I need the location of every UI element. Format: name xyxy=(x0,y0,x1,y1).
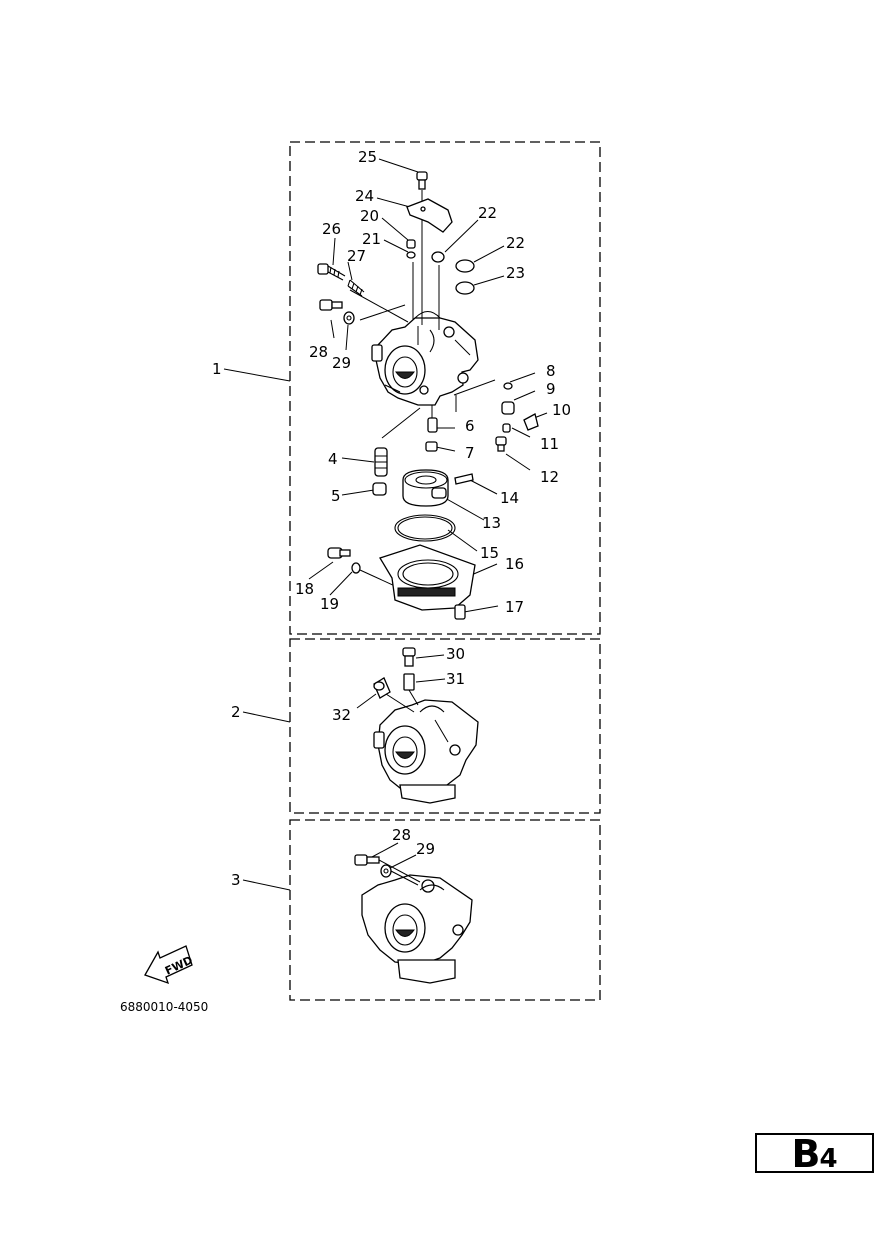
callout-19: 19 xyxy=(320,595,339,613)
callout-26: 26 xyxy=(322,220,341,238)
callout-17: 17 xyxy=(505,598,524,616)
parts-1 xyxy=(317,171,539,620)
callout-24: 24 xyxy=(355,187,374,205)
group-label-1: 1 xyxy=(212,360,291,382)
callout-28b: 28 xyxy=(392,826,411,844)
callout-30: 30 xyxy=(446,645,465,663)
callout-23: 23 xyxy=(506,264,525,282)
carburetor-body-3 xyxy=(361,874,473,984)
callout-7: 7 xyxy=(465,444,475,462)
leader-lines-2 xyxy=(356,654,446,709)
svg-text:1: 1 xyxy=(212,360,222,378)
callout-15: 15 xyxy=(480,544,499,562)
callout-22b: 22 xyxy=(506,234,525,252)
svg-text:3: 3 xyxy=(231,871,241,889)
callout-10: 10 xyxy=(552,401,571,419)
parts-3 xyxy=(354,854,421,886)
group-box-1 xyxy=(289,141,601,635)
svg-text:2: 2 xyxy=(231,703,241,721)
callout-13: 13 xyxy=(482,514,501,532)
callout-14: 14 xyxy=(500,489,519,507)
callouts-1: 25 24 20 22 21 26 27 22 23 28 29 8 9 10 … xyxy=(295,148,571,616)
group-box-3 xyxy=(289,819,601,1001)
parts-2 xyxy=(373,647,419,713)
carburetor-body-1 xyxy=(371,310,479,406)
callout-29b: 29 xyxy=(416,840,435,858)
callout-20: 20 xyxy=(360,207,379,225)
diagram-part-code: 6880010-4050 xyxy=(120,1000,208,1014)
group-label-2: 2 xyxy=(231,703,291,723)
callout-12: 12 xyxy=(540,468,559,486)
carburetor-body-2 xyxy=(373,699,479,804)
fwd-arrow-icon: FWD xyxy=(144,945,195,985)
callout-4: 4 xyxy=(328,450,338,468)
callouts-2: 30 31 32 xyxy=(332,645,465,724)
leader-lines-3 xyxy=(371,842,417,869)
callout-22a: 22 xyxy=(478,204,497,222)
callout-27: 27 xyxy=(347,247,366,265)
callout-29: 29 xyxy=(332,354,351,372)
callout-5: 5 xyxy=(331,487,341,505)
callout-28: 28 xyxy=(309,343,328,361)
page-label-box: B4 xyxy=(755,1132,874,1176)
callout-16: 16 xyxy=(505,555,524,573)
page-label-number: 4 xyxy=(819,1144,838,1174)
callout-21: 21 xyxy=(362,230,381,248)
callout-25: 25 xyxy=(358,148,377,166)
group-box-2 xyxy=(289,638,601,814)
callout-31: 31 xyxy=(446,670,465,688)
callout-6: 6 xyxy=(465,417,475,435)
callout-18: 18 xyxy=(295,580,314,598)
callout-9: 9 xyxy=(546,380,556,398)
page-label-letter: B xyxy=(791,1132,820,1176)
callout-11: 11 xyxy=(540,435,559,453)
group-label-3: 3 xyxy=(231,871,291,891)
callout-8: 8 xyxy=(546,362,556,380)
callout-32: 32 xyxy=(332,706,351,724)
callouts-3: 28 29 xyxy=(392,826,435,858)
